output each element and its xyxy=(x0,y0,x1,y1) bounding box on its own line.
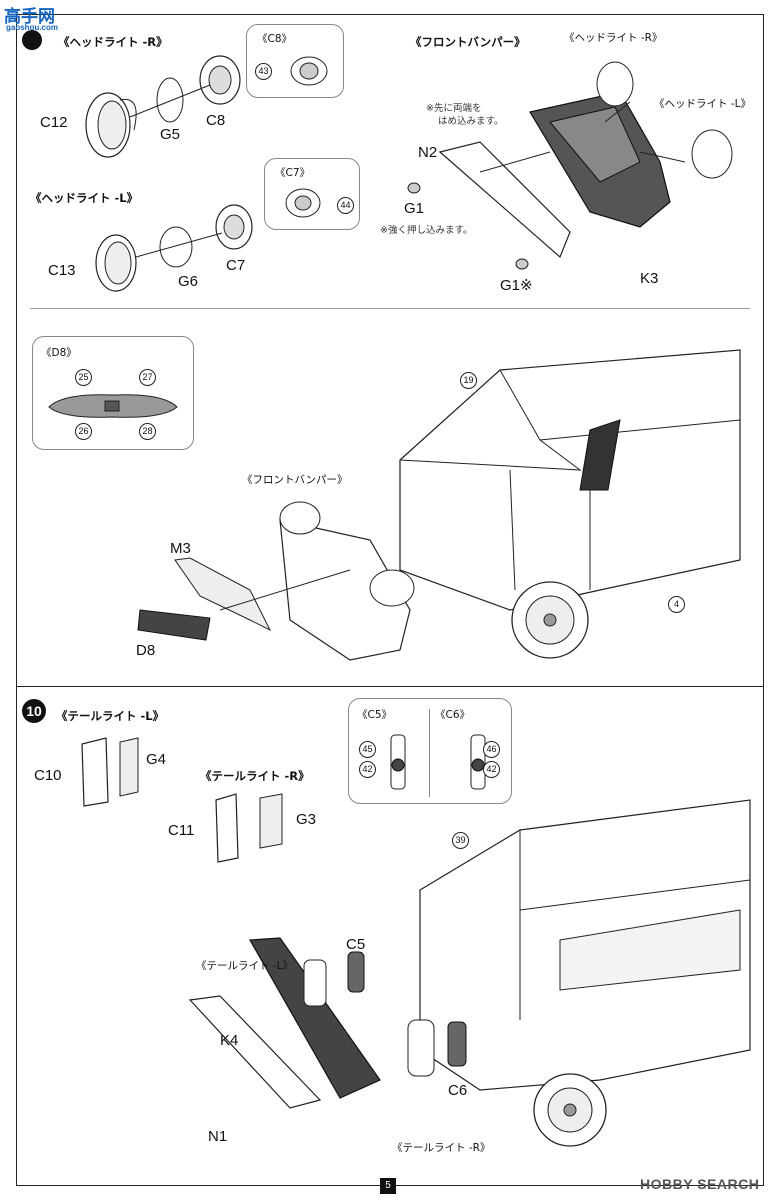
taillight-l-title: 《テールライト -L》 xyxy=(56,709,165,723)
c5-inset-title: 《C5》 xyxy=(357,709,393,721)
note-insert-ends-line1: ※先に両端を xyxy=(426,103,482,114)
c7-detail-inset: 《C7》 44 xyxy=(264,158,360,230)
bumper-headlight-l-label: 《ヘッドライト -L》 xyxy=(654,98,751,110)
step10-badge: 10 xyxy=(22,699,46,723)
taillight-r-title: 《テールライト -R》 xyxy=(200,769,310,783)
headlight-r-assembly-drawing xyxy=(85,55,241,158)
paint-marker-25: 25 xyxy=(75,369,92,386)
paint-marker-19: 19 xyxy=(460,372,477,389)
inset-divider xyxy=(429,709,430,797)
hobbysearch-watermark: HOBBY SEARCH xyxy=(640,1176,760,1192)
front-bumper-exploded-drawing xyxy=(137,501,415,661)
part-label-n1: N1 xyxy=(208,1128,228,1145)
bumper-headlight-r-label: 《ヘッドライト -R》 xyxy=(564,32,663,44)
part-label-g1: G1 xyxy=(404,200,425,217)
paint-marker-45: 45 xyxy=(359,741,376,758)
car-body-rear-drawing xyxy=(419,799,751,1147)
part-label-g5: G5 xyxy=(160,126,181,143)
paint-marker-46: 46 xyxy=(483,741,500,758)
section-divider-step10 xyxy=(16,686,764,687)
watermark-url: gaoshou.com xyxy=(6,23,59,32)
part-label-n2: N2 xyxy=(418,144,438,161)
c8-part-drawing xyxy=(290,56,328,86)
section-divider-dotted xyxy=(30,308,750,309)
c7-part-drawing xyxy=(285,188,321,218)
watermark-brand: 高手网 xyxy=(4,7,55,26)
c6-inset-title: 《C6》 xyxy=(435,709,471,721)
taillight-l-assembly-drawing xyxy=(81,737,139,807)
c6-part-drawing xyxy=(470,734,486,790)
c5-part-drawing xyxy=(390,734,406,790)
part-label-g3: G3 xyxy=(296,811,317,828)
paint-marker-42-c6: 42 xyxy=(483,761,500,778)
part-label-c10: C10 xyxy=(34,767,62,784)
paint-marker-43: 43 xyxy=(255,63,272,80)
note-insert-ends-line2: はめ込みます。 xyxy=(438,116,504,127)
rear-taillight-l-label: 《テールライト -L》 xyxy=(196,960,293,972)
part-label-c7: C7 xyxy=(226,257,246,274)
part-label-g1-second: G1※ xyxy=(500,277,533,294)
part-label-g4: G4 xyxy=(146,751,167,768)
part-label-d8: D8 xyxy=(136,642,156,659)
part-label-c13: C13 xyxy=(48,262,76,279)
d8-grille-drawing xyxy=(48,394,178,418)
front-bumper-title: 《フロントバンパー》 xyxy=(410,35,526,49)
part-label-c5: C5 xyxy=(346,936,366,953)
part-label-c8: C8 xyxy=(206,112,226,129)
paint-marker-44: 44 xyxy=(337,197,354,214)
paint-marker-28: 28 xyxy=(139,423,156,440)
page-number: 5 xyxy=(380,1178,396,1194)
c8-inset-title: 《C8》 xyxy=(257,33,293,45)
c5-c6-detail-inset: 《C5》 《C6》 45 42 46 42 xyxy=(348,698,512,804)
paint-marker-26: 26 xyxy=(75,423,92,440)
part-label-m3: M3 xyxy=(170,540,191,557)
paint-marker-4: 4 xyxy=(668,596,685,613)
paint-marker-27: 27 xyxy=(139,369,156,386)
paint-marker-39: 39 xyxy=(452,832,469,849)
paint-marker-42-c5: 42 xyxy=(359,761,376,778)
step9-badge xyxy=(22,30,42,50)
note-press-firmly: ※強く押し込みます。 xyxy=(380,225,473,236)
headlight-r-title: 《ヘッドライト -R》 xyxy=(58,35,168,49)
taillight-r-assembly-drawing xyxy=(215,793,283,863)
c8-detail-inset: 《C8》 43 xyxy=(246,24,344,98)
rear-bumper-exploded-drawing xyxy=(188,937,467,1109)
d8-inset-title: 《D8》 xyxy=(41,347,77,359)
car-body-front-drawing xyxy=(399,349,741,659)
bumper-attach-label: 《フロントバンパー》 xyxy=(242,474,348,486)
headlight-l-title: 《ヘッドライト -L》 xyxy=(30,191,139,205)
c7-inset-title: 《C7》 xyxy=(275,167,311,179)
part-label-k3: K3 xyxy=(640,270,659,287)
part-label-k4: K4 xyxy=(220,1032,239,1049)
d8-detail-inset: 《D8》 25 27 26 28 xyxy=(32,336,194,450)
part-label-c6: C6 xyxy=(448,1082,468,1099)
part-label-c12: C12 xyxy=(40,114,68,131)
front-bumper-assembly-drawing xyxy=(407,61,733,270)
part-label-c11: C11 xyxy=(168,822,195,839)
rear-taillight-r-label: 《テールライト -R》 xyxy=(392,1142,491,1154)
headlight-l-assembly-drawing xyxy=(95,204,253,292)
part-label-g6: G6 xyxy=(178,273,199,290)
